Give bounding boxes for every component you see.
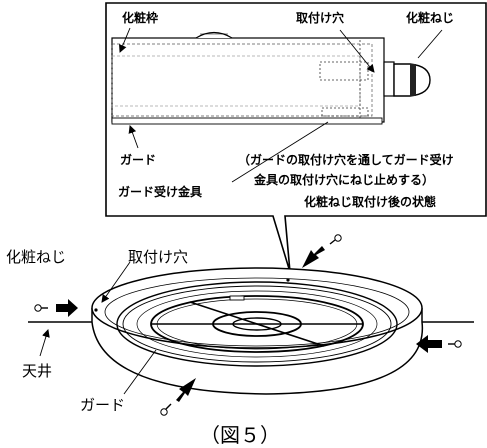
mount-hole-dot [286, 278, 290, 282]
label-mount-hole-inset: 取付け穴 [296, 10, 344, 25]
leader-mount-hole-inset [339, 29, 375, 73]
trim-frame [111, 31, 385, 123]
label-trim-frame: 化粧枠 [122, 10, 158, 25]
note-line-2: 金具の取付け穴にねじ止めする） [253, 172, 434, 187]
trim-screw-inset [383, 61, 431, 97]
label-guard-inset: ガード [120, 152, 156, 167]
label-trim-screw-main: 化粧ねじ [6, 248, 66, 266]
note-line-1: （ガードの取付け穴を通してガード受け [238, 152, 454, 167]
screw-right [448, 340, 462, 348]
arrow-top-right-screw [302, 246, 325, 268]
arrow-right-screw [416, 335, 442, 353]
state-caption: 化粧ねじ取付け後の状態 [304, 194, 436, 209]
label-guard-main: ガード [80, 396, 125, 414]
main-view: 化粧ねじ 取付け穴 天井 ガード [6, 234, 474, 416]
inset-panel: 化粧枠 取付け穴 化粧ねじ ガード ガード受け金具 （ガードの取付け穴を通してガ… [105, 2, 487, 273]
label-trim-screw-inset: 化粧ねじ [406, 10, 454, 25]
fixture-trim-ring [91, 267, 424, 395]
guard-plate [111, 117, 383, 125]
label-mount-hole-main: 取付け穴 [128, 248, 188, 266]
arrow-bottom-left-screw [176, 378, 196, 402]
leader-guard-main [123, 349, 157, 395]
label-ceiling: 天井 [22, 362, 52, 380]
leader-ceiling [39, 329, 50, 357]
leader-mount-hole-main [101, 261, 131, 303]
label-guard-bracket: ガード受け金具 [118, 184, 202, 199]
leader-trim-frame [119, 27, 131, 53]
screw-bottom-left [160, 403, 172, 416]
leader-trim-screw-inset [417, 29, 443, 59]
arrow-left-screw [56, 299, 78, 317]
screw-left [34, 304, 48, 312]
leader-guard-bracket [231, 121, 329, 183]
guard-grille [116, 281, 398, 367]
figure-caption: （図５） [200, 423, 280, 447]
screw-top-right [329, 234, 342, 245]
mount-hole-dot-left [94, 308, 98, 312]
leader-guard-inset [128, 125, 139, 149]
